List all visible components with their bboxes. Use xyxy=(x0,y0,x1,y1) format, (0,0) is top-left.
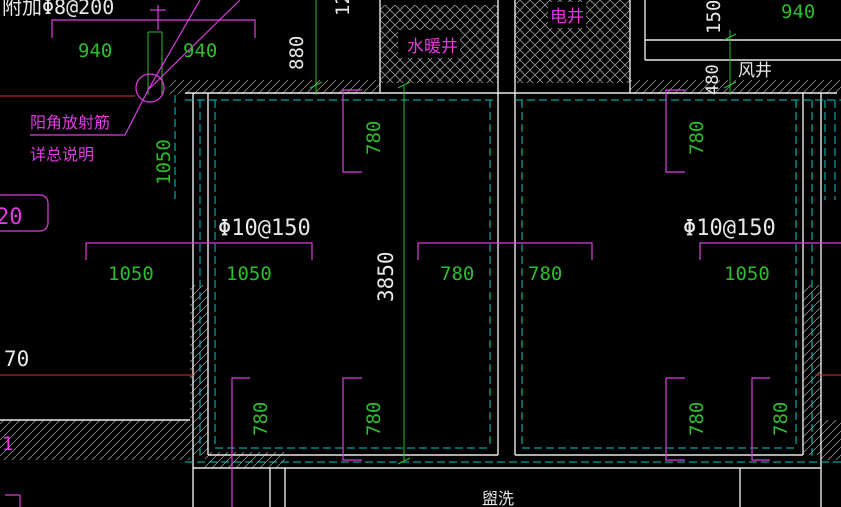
water-heating-shaft-label: 水暖井 xyxy=(407,37,458,57)
air-shaft-label: 风井 xyxy=(738,61,772,81)
annotation-brackets xyxy=(5,0,841,507)
slab-rebar-right: Φ10@150 xyxy=(683,216,776,241)
shaft-hatching xyxy=(380,0,630,83)
dim-left-1: 1 xyxy=(2,433,13,455)
dim-v780-3: 780 xyxy=(250,402,272,436)
corner-note-line2: 详总说明 xyxy=(30,145,94,164)
slab-rebar-left: Φ10@150 xyxy=(218,216,311,241)
dim-left-1050: 1050 xyxy=(108,263,154,285)
electric-shaft-label: 电井 xyxy=(550,7,584,27)
dim-v780-1: 780 xyxy=(363,121,385,155)
dim-top-940-c: 940 xyxy=(781,1,815,23)
dim-v780-5: 780 xyxy=(686,402,708,436)
dim-480: 480 xyxy=(703,64,723,95)
corner-note-line1: 阳角放射筋 xyxy=(30,113,110,132)
dim-left-20: 20 xyxy=(0,205,23,230)
dim-v780-4: 780 xyxy=(363,402,385,436)
dimension-lines xyxy=(147,0,737,465)
dim-top-940-a: 940 xyxy=(78,40,112,62)
dim-3850: 3850 xyxy=(374,251,398,302)
dim-mid-780-a: 780 xyxy=(440,263,474,285)
axis-lines xyxy=(0,95,841,376)
dim-top-940-b: 940 xyxy=(183,40,217,62)
top-note: 附加Φ8@200 xyxy=(2,0,114,19)
corner-callout-circle xyxy=(135,73,165,103)
dim-left-70: 70 xyxy=(4,347,29,371)
dim-left-1050-b: 1050 xyxy=(226,263,272,285)
dim-12: 12 xyxy=(332,0,354,16)
bottom-room-label: 盥洗 xyxy=(482,489,514,507)
dim-mid-780-b: 780 xyxy=(528,263,562,285)
dim-v780-2: 780 xyxy=(686,121,708,155)
dim-v780-6: 780 xyxy=(770,402,792,436)
rebar-dashed-lines xyxy=(174,95,841,463)
dim-right-1050: 1050 xyxy=(724,263,770,285)
texts: 附加Φ8@200 940 940 940 880 12 150 480 1050… xyxy=(0,0,815,507)
left-callout-box xyxy=(0,194,49,232)
dim-1050-vertical: 1050 xyxy=(153,139,175,185)
dim-150-top: 150 xyxy=(703,0,725,34)
dim-880: 880 xyxy=(286,36,308,70)
